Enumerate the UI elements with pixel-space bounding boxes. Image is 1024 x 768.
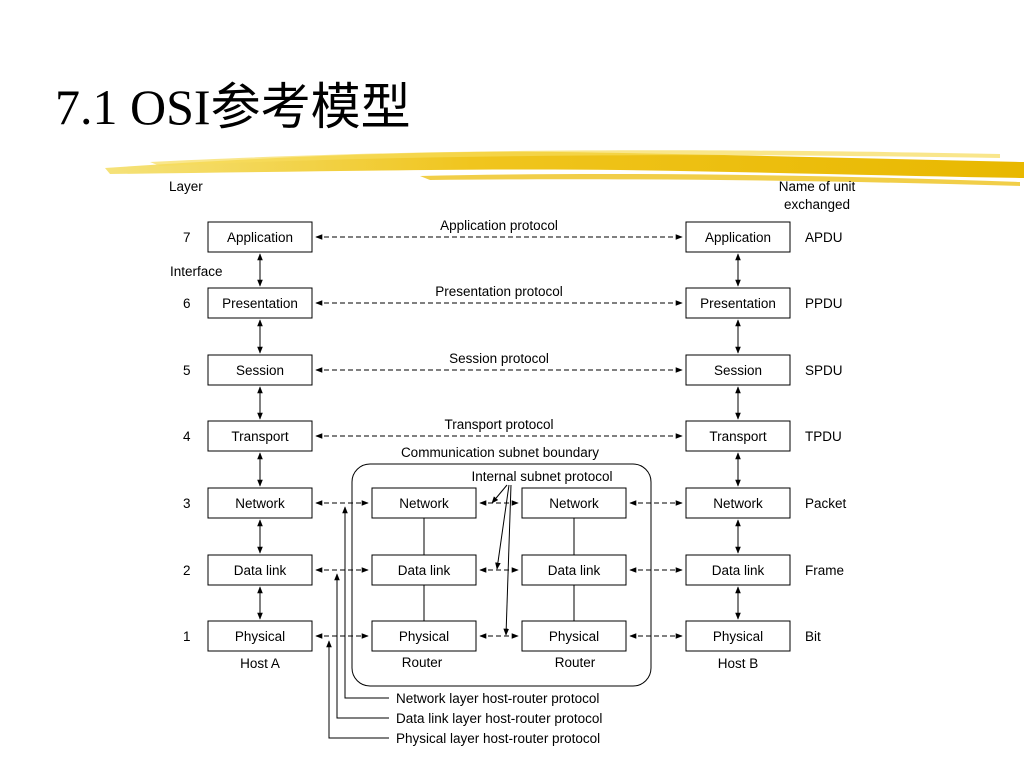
internal-subnet-protocol-label: Internal subnet protocol [471, 469, 612, 484]
session-protocol-label: Session protocol [449, 351, 549, 366]
host-a-transport-label: Transport [231, 429, 289, 444]
layer-number-6: 6 [183, 296, 191, 311]
internal-protocol-arrow-datalink [495, 484, 510, 570]
subnet-boundary-label: Communication subnet boundary [401, 445, 599, 460]
host-a-data-link-box [207, 554, 313, 586]
router-right-physical-label: Physical [549, 629, 599, 644]
unit-header-line1: Name of unit [779, 179, 856, 194]
application-protocol-label: Application protocol [440, 218, 558, 233]
host-b-presentation-box [685, 287, 791, 319]
router-right-data-link-label: Data link [548, 563, 601, 578]
internal-protocol-arrow-physical [503, 484, 512, 636]
unit-header-line2: exchanged [784, 197, 850, 212]
router-left-physical-box [371, 620, 477, 652]
network-host-router-leader [342, 506, 389, 699]
layer-number-7: 7 [183, 230, 191, 245]
host-b-network-label: Network [713, 496, 763, 511]
host-b-session-box [685, 354, 791, 386]
internal-protocol-arrow-network [491, 484, 508, 504]
host-a-application-box [207, 221, 313, 253]
layer-number-5: 5 [183, 363, 191, 378]
unit-presentation: PPDU [805, 296, 843, 311]
physical-host-router-protocol: Physical layer host-router protocol [396, 731, 600, 746]
slide-title: 7.1 OSI参考模型 [55, 79, 411, 135]
host-b-data-link-box [685, 554, 791, 586]
datalink-host-router-protocol: Data link layer host-router protocol [396, 711, 602, 726]
host-b-physical-label: Physical [713, 629, 763, 644]
host-b-application-box [685, 221, 791, 253]
host-b-presentation-label: Presentation [700, 296, 776, 311]
host-a-session-label: Session [236, 363, 284, 378]
host-b-data-link-label: Data link [712, 563, 765, 578]
router-left-network-label: Network [399, 496, 449, 511]
host-b-label: Host B [718, 656, 759, 671]
unit-physical: Bit [805, 629, 821, 644]
host-b-network-box [685, 487, 791, 519]
router-left-data-link-box [371, 554, 477, 586]
host-b-transport-box [685, 420, 791, 452]
layer-header: Layer [169, 179, 203, 194]
host-a-physical-label: Physical [235, 629, 285, 644]
host-a-network-box [207, 487, 313, 519]
router-right-data-link-box [521, 554, 627, 586]
router-right-physical-box [521, 620, 627, 652]
router-left-physical-label: Physical [399, 629, 449, 644]
unit-session: SPDU [805, 363, 843, 378]
title-underline-brush [105, 150, 1024, 186]
layer-number-1: 1 [183, 629, 191, 644]
host-a-session-box [207, 354, 313, 386]
presentation-protocol-label: Presentation protocol [435, 284, 563, 299]
interface-label: Interface [170, 264, 223, 279]
layer-number-4: 4 [183, 429, 191, 444]
router-right-network-label: Network [549, 496, 599, 511]
transport-protocol-label: Transport protocol [444, 417, 553, 432]
host-a-presentation-label: Presentation [222, 296, 298, 311]
router-right-network-box [521, 487, 627, 519]
router-right-label: Router [555, 655, 596, 670]
host-a-presentation-box [207, 287, 313, 319]
host-b-session-label: Session [714, 363, 762, 378]
host-a-transport-box [207, 420, 313, 452]
host-a-data-link-label: Data link [234, 563, 287, 578]
host-b-transport-label: Transport [709, 429, 767, 444]
network-host-router-protocol: Network layer host-router protocol [396, 691, 599, 706]
physical-host-router-leader [326, 640, 389, 739]
layer-number-3: 3 [183, 496, 191, 511]
host-a-network-label: Network [235, 496, 285, 511]
host-a-application-label: Application [227, 230, 293, 245]
host-b-physical-box [685, 620, 791, 652]
layer-number-2: 2 [183, 563, 191, 578]
unit-application: APDU [805, 230, 843, 245]
router-left-label: Router [402, 655, 443, 670]
router-left-network-box [371, 487, 477, 519]
unit-network: Packet [805, 496, 847, 511]
subnet-boundary-box [351, 463, 652, 687]
host-b-application-label: Application [705, 230, 771, 245]
unit-transport: TPDU [805, 429, 842, 444]
router-left-data-link-label: Data link [398, 563, 451, 578]
unit-data-link: Frame [805, 563, 844, 578]
host-a-label: Host A [240, 656, 280, 671]
datalink-host-router-leader [334, 573, 389, 719]
host-a-physical-box [207, 620, 313, 652]
